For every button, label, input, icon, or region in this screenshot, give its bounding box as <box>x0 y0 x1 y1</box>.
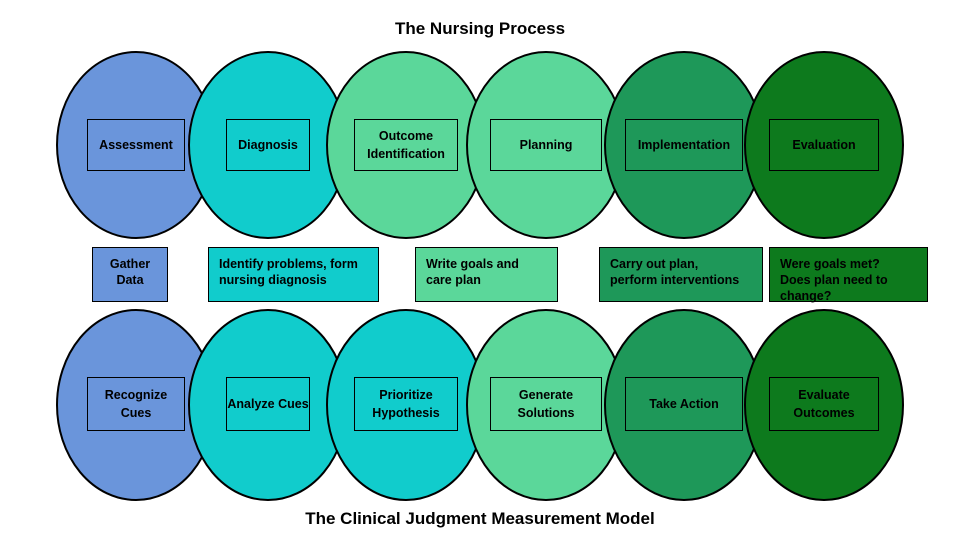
nursing-implementation-label: Implementation <box>625 119 743 171</box>
description-box-2: Identify problems, form nursing diagnosi… <box>208 247 379 302</box>
nursing-process-ellipses <box>56 51 904 239</box>
clinical-recognize-cues-label: Recognize Cues <box>87 377 185 431</box>
nursing-evaluation-label: Evaluation <box>769 119 879 171</box>
description-box-4: Carry out plan, perform interventions <box>599 247 763 302</box>
description-box-5: Were goals met? Does plan need to change… <box>769 247 928 303</box>
clinical-analyze-cues-label: Analyze Cues <box>226 377 310 431</box>
clinical-judgment-title: The Clinical Judgment Measurement Model <box>305 509 655 528</box>
description-box-1: Gather Data <box>92 247 168 302</box>
clinical-generate-solutions-label: Generate Solutions <box>490 377 602 431</box>
clinical-take-action-label: Take Action <box>625 377 743 431</box>
nursing-outcome-identification-label: Outcome Identification <box>354 119 458 171</box>
nursing-assessment-label: Assessment <box>87 119 185 171</box>
clinical-prioritize-hypothesis-label: Prioritize Hypothesis <box>354 377 458 431</box>
nursing-planning-label: Planning <box>490 119 602 171</box>
nursing-process-title: The Nursing Process <box>394 19 566 38</box>
clinical-evaluate-outcomes-label: Evaluate Outcomes <box>769 377 879 431</box>
description-box-3: Write goals and care plan <box>415 247 558 302</box>
nursing-diagnosis-label: Diagnosis <box>226 119 310 171</box>
